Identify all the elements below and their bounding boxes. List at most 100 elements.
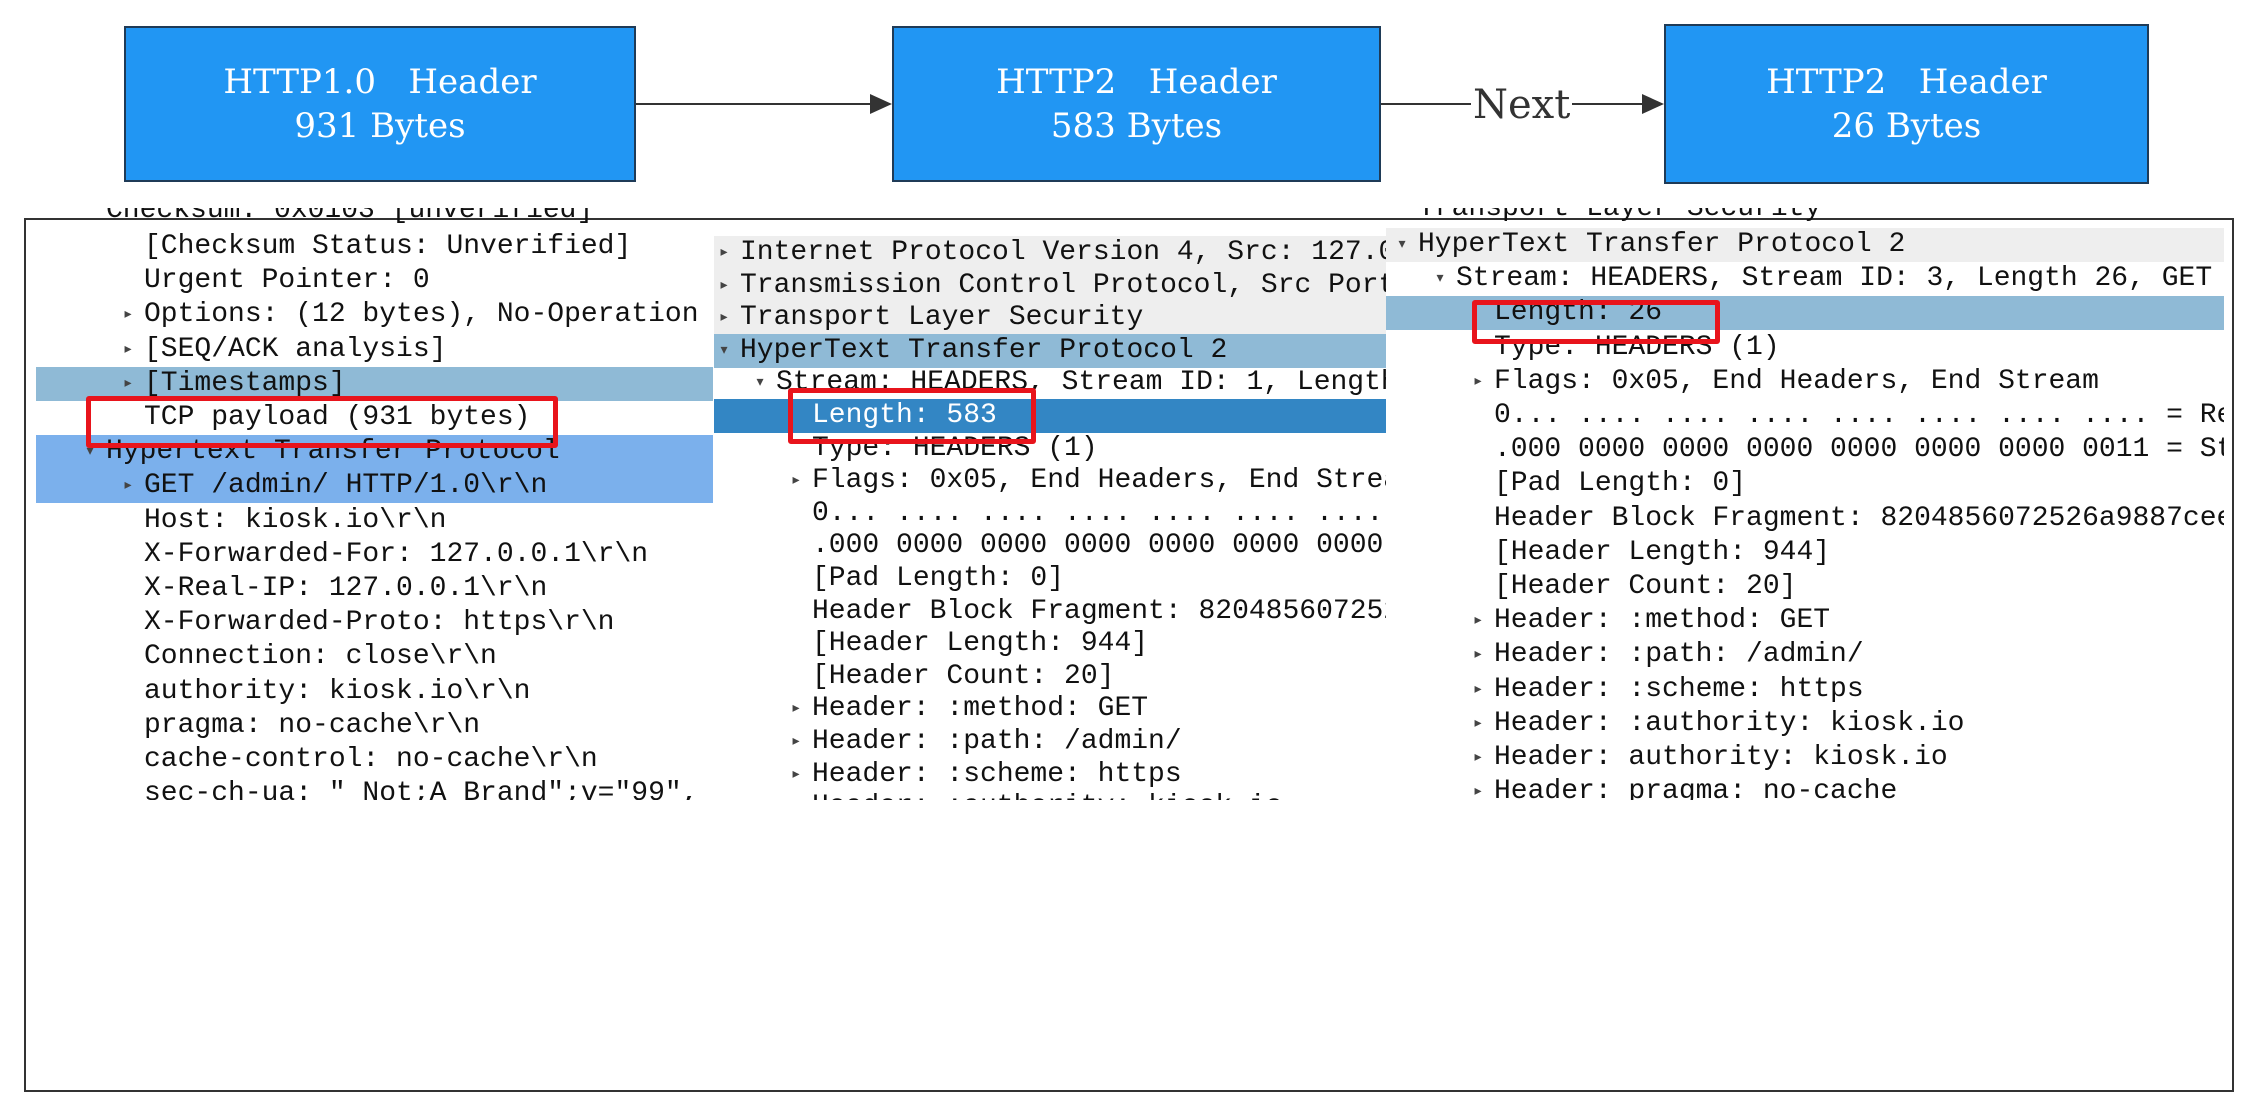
tree-row[interactable]: ▾Stream: HEADERS, Stream ID: 3, Length 2… bbox=[1386, 262, 2224, 296]
expand-down-icon[interactable]: ▾ bbox=[754, 373, 766, 394]
tree-row[interactable]: [Pad Length: 0] bbox=[1386, 467, 2224, 501]
tree-row[interactable]: Header Block Fragment: 8204856072526a988… bbox=[1386, 502, 2224, 536]
tree-row[interactable]: ▸Header: :path: /admin/ bbox=[714, 725, 1386, 759]
tree-row[interactable]: ▾Hypertext Transfer Protocol bbox=[36, 435, 713, 470]
tree-row-label: Header: :method: GET bbox=[1494, 605, 1831, 637]
expand-right-icon[interactable]: ▸ bbox=[718, 275, 730, 296]
tree-row-label: HyperText Transfer Protocol 2 bbox=[1418, 229, 1906, 260]
http1-packet-details-panel: [Checksum Status: Unverified]Urgent Poin… bbox=[36, 208, 713, 800]
tree-row[interactable]: ▸[Timestamps] bbox=[36, 366, 713, 401]
tree-row[interactable]: ▸ Header: :authority: kiosk.io bbox=[1386, 707, 2224, 741]
expand-right-icon[interactable]: ▸ bbox=[122, 476, 134, 497]
tree-row[interactable]: Connection: close\r\n bbox=[36, 640, 713, 674]
tree-row[interactable]: [Header Length: 944] bbox=[714, 627, 1386, 661]
expand-right-icon[interactable]: ▸ bbox=[1472, 713, 1484, 734]
expand-right-icon[interactable]: ▸ bbox=[790, 699, 802, 720]
tree-row[interactable]: [Header Count: 20] bbox=[714, 660, 1386, 694]
tree-row[interactable]: X-Forwarded-For: 127.0.0.1\r\n bbox=[36, 538, 713, 572]
tree-row[interactable]: ▾ HyperText Transfer Protocol 2 bbox=[1386, 228, 2224, 262]
expand-right-icon[interactable]: ▸ bbox=[1472, 611, 1484, 632]
tree-row[interactable]: pragma: no-cache\r\n bbox=[36, 709, 713, 743]
tree-row[interactable]: ▸Header: authority: kiosk.io bbox=[1386, 741, 2224, 775]
tree-row-label: Header: :authority: kiosk.io bbox=[1494, 707, 1965, 739]
http2-header-box-first: HTTP2 Header 583 Bytes bbox=[892, 26, 1381, 182]
tree-row-label: GET /admin/ HTTP/1.0\r\n bbox=[144, 470, 548, 502]
expand-down-icon[interactable]: ▾ bbox=[1396, 235, 1408, 255]
expand-right-icon[interactable]: ▸ bbox=[122, 339, 134, 360]
tree-row-label: 0... .... .... .... .... .... .... .... bbox=[812, 497, 1384, 529]
tree-row-label: [Checksum Status: Unverified] bbox=[144, 231, 632, 262]
tree-row[interactable]: ▸[SEQ/ACK analysis] bbox=[36, 333, 713, 367]
tree-row[interactable]: Urgent Pointer: 0 bbox=[36, 264, 713, 298]
tree-row[interactable]: ▾HyperText Transfer Protocol 2 bbox=[714, 333, 1386, 368]
tree-row[interactable]: ▸ Header: :scheme: https bbox=[714, 758, 1386, 792]
expand-right-icon[interactable]: ▸ bbox=[790, 764, 802, 785]
tree-row[interactable]: ▸ Transmission Control Protocol, Src Port… bbox=[714, 268, 1386, 303]
tree-row[interactable]: ▸ Header: :scheme: https bbox=[1386, 673, 2224, 707]
tree-row-label: Connection: close\r\n bbox=[144, 641, 497, 673]
tree-row-label: Transport Layer Security bbox=[1418, 208, 1822, 224]
tree-row[interactable]: cache-control: no-cache\r\n bbox=[36, 743, 713, 777]
http1-header-box: HTTP1.0 Header 931 Bytes bbox=[124, 26, 636, 182]
tree-row[interactable]: Header Block Fragment: 8204856072526a988… bbox=[714, 595, 1386, 629]
tree-row[interactable]: ▸Header: :path: /admin/ bbox=[1386, 638, 2224, 672]
expand-right-icon[interactable]: ▸ bbox=[122, 373, 134, 394]
tree-row[interactable]: Type: HEADERS (1) bbox=[1386, 331, 2224, 365]
tree-row[interactable]: ▸Header: :authority: kiosk.io bbox=[714, 790, 1386, 800]
tree-row[interactable]: [Header Count: 20] bbox=[1386, 570, 2224, 604]
expand-down-icon[interactable]: ▾ bbox=[718, 340, 730, 361]
tree-row[interactable]: 0... .... .... .... .... .... .... .... bbox=[714, 497, 1386, 531]
tree-row[interactable]: X-Forwarded-Proto: https\r\n bbox=[36, 606, 713, 640]
tree-row[interactable]: Transport Layer Security bbox=[1386, 208, 2224, 226]
expand-right-icon[interactable]: ▸ bbox=[1472, 782, 1484, 800]
length-26-highlight-box bbox=[1472, 300, 1720, 344]
expand-right-icon[interactable]: ▸ bbox=[718, 308, 730, 329]
tree-row[interactable]: ▾Stream: HEADERS, Stream ID: 1, Length 5… bbox=[714, 366, 1386, 400]
tree-row[interactable]: ▸Header: pragma: no-cache bbox=[1386, 775, 2224, 800]
tree-row-label: Header: :scheme: https bbox=[812, 758, 1182, 790]
expand-right-icon[interactable]: ▸ bbox=[790, 732, 802, 752]
tree-row[interactable]: ▸Transport Layer Security bbox=[714, 301, 1386, 336]
tree-row[interactable]: authority: kiosk.io\r\n bbox=[36, 675, 713, 709]
tree-row[interactable]: X-Real-IP: 127.0.0.1\r\n bbox=[36, 572, 713, 606]
tree-row[interactable]: .000 0000 0000 0000 0000 0000 0000 0011 … bbox=[1386, 433, 2224, 467]
tree-row-label: Transmission Control Protocol, Src Port:… bbox=[740, 269, 1386, 301]
tree-row-label: Header: :scheme: https bbox=[1494, 673, 1864, 705]
tree-row[interactable]: Host: kiosk.io\r\n bbox=[36, 504, 713, 538]
http2-first-packet-details-panel: ▸Internet Protocol Version 4, Src: 127.0… bbox=[714, 208, 1386, 800]
tree-row[interactable]: TCP payload (931 bytes) bbox=[36, 401, 713, 435]
http2-header-box-next: HTTP2 Header 26 Bytes bbox=[1664, 24, 2149, 184]
tree-row[interactable]: ▸ GET /admin/ HTTP/1.0\r\n bbox=[36, 469, 713, 504]
tree-row[interactable]: Type: HEADERS (1) bbox=[714, 432, 1386, 466]
expand-down-icon[interactable]: ▾ bbox=[1434, 269, 1446, 290]
expand-right-icon[interactable]: ▸ bbox=[1472, 748, 1484, 768]
tree-row[interactable]: ▸Internet Protocol Version 4, Src: 127.0… bbox=[714, 236, 1386, 270]
expand-right-icon[interactable]: ▸ bbox=[1472, 645, 1484, 666]
tree-row-label: Flags: 0x05, End Headers, End Stream bbox=[1494, 365, 2099, 397]
expand-right-icon[interactable]: ▸ bbox=[1472, 371, 1484, 392]
tree-row[interactable]: ▸Options: (12 bytes), No-Operation (NOP)… bbox=[36, 298, 713, 332]
tree-row-label: 0... .... .... .... .... .... .... .... … bbox=[1494, 400, 2224, 431]
expand-down-icon[interactable]: ▾ bbox=[84, 442, 96, 463]
tree-row[interactable]: ▸Flags: 0x05, End Headers, End Stream bbox=[714, 464, 1386, 498]
expand-right-icon[interactable]: ▸ bbox=[1472, 679, 1484, 700]
tree-row-label: [Pad Length: 0] bbox=[812, 563, 1065, 594]
tree-row[interactable]: [Header Length: 944] bbox=[1386, 536, 2224, 570]
tree-row[interactable]: ▸ Header: :method: GET bbox=[1386, 604, 2224, 638]
tree-row[interactable]: ▸ Flags: 0x05, End Headers, End Stream bbox=[1386, 365, 2224, 399]
tree-row[interactable]: ▸Header: :method: GET bbox=[714, 692, 1386, 726]
expand-right-icon[interactable]: ▸ bbox=[790, 471, 802, 492]
expand-right-icon[interactable]: ▸ bbox=[786, 790, 806, 800]
tree-row[interactable]: [Pad Length: 0] bbox=[714, 562, 1386, 596]
expand-right-icon[interactable]: ▸ bbox=[122, 305, 134, 326]
tree-row[interactable]: Checksum: 0x0103 [unverified] bbox=[36, 208, 713, 228]
tree-row[interactable]: 0... .... .... .... .... .... .... .... … bbox=[1386, 399, 2224, 433]
expand-right-icon[interactable]: ▸ bbox=[718, 243, 730, 263]
tree-row[interactable]: sec-ch-ua: " Not;A Brand";v="99", " bbox=[36, 777, 713, 800]
tree-row[interactable]: Length: 583 bbox=[714, 399, 1386, 433]
tree-row-label: Urgent Pointer: 0 bbox=[144, 265, 430, 297]
tree-row-label: Length: 583 bbox=[812, 400, 997, 431]
tree-row[interactable]: [Checksum Status: Unverified] bbox=[36, 230, 713, 264]
